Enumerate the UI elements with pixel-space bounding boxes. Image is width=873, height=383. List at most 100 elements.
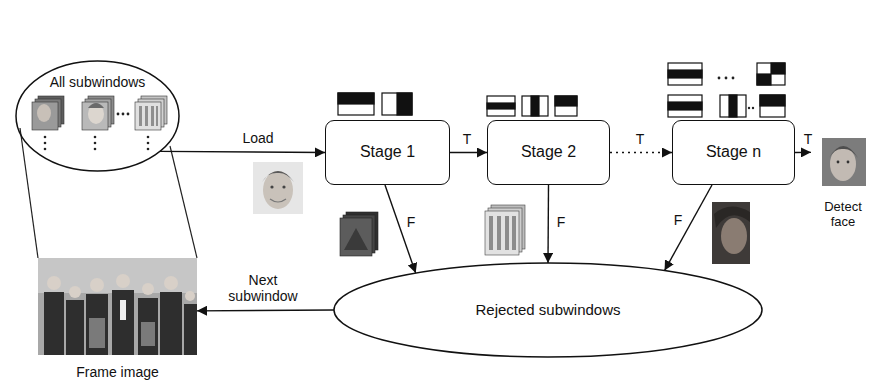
haar-feature (382, 93, 412, 115)
thumbnail-stack (32, 102, 58, 130)
thumbnail-stack (135, 96, 167, 130)
edge-label: T (800, 131, 816, 147)
ellipsis-dots (94, 142, 97, 145)
haar-feature (338, 93, 412, 115)
frame-photo (47, 274, 195, 301)
ellipse-outline (334, 263, 762, 357)
ellipsis-dots (117, 113, 120, 116)
haar-feature (338, 93, 374, 104)
ellipsis-dots (725, 77, 728, 80)
loaded-face-thumbnail (253, 162, 303, 214)
thumbnail-stack (88, 103, 104, 108)
frame-photo (164, 276, 178, 290)
frame-photo (89, 318, 105, 348)
frame-photo (44, 292, 64, 355)
ellipsis-dots (117, 113, 130, 116)
edge-label: T (632, 131, 648, 147)
stage-box: Stage 1 (325, 120, 450, 185)
rejected-thumbnail (344, 228, 368, 250)
frame-photo (66, 300, 84, 355)
flow-arrow (197, 309, 334, 311)
haar-feature (668, 63, 702, 85)
thumbnail-stack (139, 106, 158, 126)
ellipsis-dots (44, 136, 150, 151)
ellipsis-dots (94, 148, 97, 151)
flow-arrow (795, 152, 811, 154)
thumbnail-stack (145, 106, 148, 126)
flow-arrow (450, 152, 487, 153)
frame-photo (142, 283, 154, 295)
loaded-face-thumbnail (253, 162, 303, 214)
ellipsis-dots (127, 113, 130, 116)
frame-photo (38, 258, 197, 293)
thumbnail-stack (32, 96, 64, 130)
zoom-lines (20, 128, 38, 258)
ellipsis-dots (732, 77, 735, 80)
stage-box: Stage n (672, 120, 795, 185)
rejected-thumbnail (714, 206, 750, 228)
ellipsis-dots (752, 107, 754, 109)
haar-feature (555, 96, 577, 116)
ellipsis-dots (147, 136, 150, 139)
frame-image: Frame image (38, 258, 197, 380)
loaded-face-thumbnail (262, 171, 294, 182)
loaded-face-thumbnail (282, 185, 285, 188)
haar-feature (668, 70, 702, 78)
frame-photo (160, 292, 182, 355)
detected-face-thumbnail (847, 161, 850, 164)
edge-label: F (554, 214, 568, 230)
node-label: Stage n (706, 143, 761, 161)
haar-feature (522, 96, 548, 116)
node-label: Stage 2 (521, 143, 576, 161)
thumbnail-stack (156, 106, 158, 126)
frame-photo (120, 300, 126, 320)
thumbnail-stack (82, 96, 114, 130)
ellipsis-dots (748, 107, 750, 109)
ellipsis-dots (718, 77, 755, 110)
thumbnail-stack (139, 106, 142, 126)
haar-feature (720, 95, 746, 117)
stage-box: Stage 2 (487, 120, 610, 185)
rejected-thumbnail (489, 216, 516, 250)
rejected-thumbnail (721, 218, 747, 254)
haar-feature (668, 63, 785, 117)
frame-photo (86, 294, 108, 355)
haar-feature (487, 103, 515, 109)
rejected-thumbnail (712, 202, 750, 264)
rejected-thumbnail (485, 205, 525, 255)
node-label: All subwindows (50, 74, 146, 90)
haar-feature (771, 63, 785, 74)
flow-arrow (160, 151, 325, 152)
loaded-face-thumbnail (270, 199, 286, 202)
detected-face-thumbnail (837, 161, 840, 164)
thumbnail-stack (151, 106, 154, 126)
ellipsis-dots (44, 142, 47, 145)
edge-label: T (459, 131, 475, 147)
detected-face: Detect face (811, 138, 873, 230)
flow-arrow (547, 185, 549, 263)
thumbnail-stack (135, 102, 161, 130)
ellipsis-dots (94, 136, 97, 139)
edge-label: Load (235, 130, 281, 146)
haar-feature (757, 74, 771, 85)
edge-label: F (671, 212, 685, 228)
frame-photo (112, 290, 134, 355)
ellipsis-dots (44, 148, 47, 151)
frame-photo (38, 258, 197, 355)
frame-photo (89, 318, 155, 348)
ellipsis-dots (44, 136, 47, 139)
haar-feature (729, 95, 737, 117)
haar-feature (338, 93, 374, 115)
node-label: Detect face (811, 200, 873, 230)
rejected-thumbnail (340, 218, 372, 256)
detected-face-thumbnail (822, 138, 866, 186)
haar-feature (760, 95, 785, 106)
frame-photo (47, 276, 61, 290)
thumbnail-stack (82, 102, 108, 130)
node-label: Rejected subwindows (475, 301, 620, 318)
detected-face-thumbnail (830, 147, 856, 181)
frame-photo (69, 286, 81, 298)
loaded-face-thumbnail (263, 171, 293, 209)
